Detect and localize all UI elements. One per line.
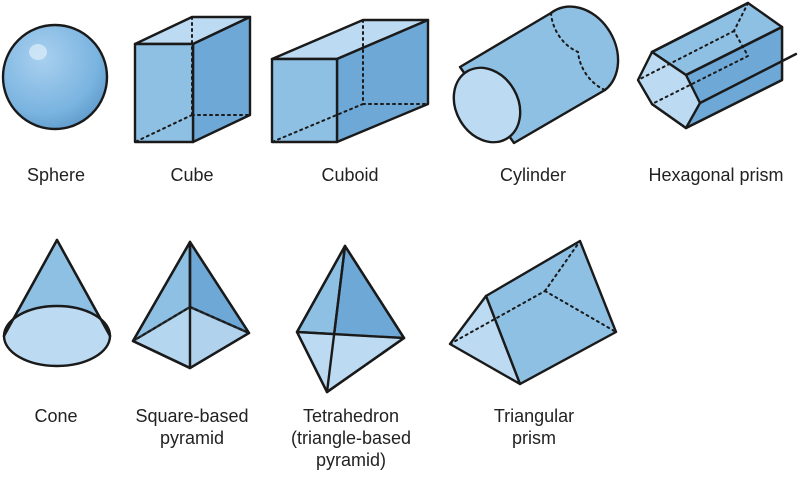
cylinder-shape bbox=[452, 5, 620, 145]
label-cuboid: Cuboid bbox=[321, 165, 379, 185]
label-sphere: Sphere bbox=[26, 165, 86, 185]
label-cone: Cone bbox=[34, 406, 78, 426]
cone-shape bbox=[2, 238, 112, 368]
sphere-shape bbox=[1, 23, 109, 131]
tetrahedron-shape bbox=[295, 244, 406, 394]
label-cylinder: Cylinder bbox=[499, 165, 567, 185]
label-triangular-prism: Triangular prism bbox=[493, 406, 575, 448]
label-tetrahedron: Tetrahedron (triangle-based pyramid) bbox=[290, 406, 412, 470]
cuboid-shape bbox=[270, 18, 430, 144]
label-hexagonal-prism: Hexagonal prism bbox=[648, 165, 784, 185]
label-square-based-pyramid: Square-based pyramid bbox=[135, 406, 249, 448]
hexagonal-prism-shape bbox=[636, 1, 798, 130]
label-cube: Cube bbox=[170, 165, 214, 185]
cube-shape bbox=[133, 15, 252, 144]
triangular-prism-shape bbox=[448, 239, 618, 386]
square-based-pyramid-shape bbox=[131, 240, 251, 370]
